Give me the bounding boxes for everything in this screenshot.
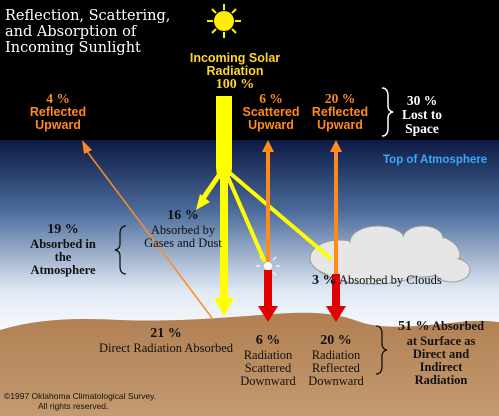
incoming-solar-label: Incoming Solar Radiation 100 % <box>189 51 281 93</box>
reflected-downward-label: 20 % Radiation Reflected Downward <box>308 333 364 388</box>
arrow-to-gases <box>196 194 210 210</box>
copyright-notice: ©1997 Oklahoma Climatological Survey. Al… <box>4 391 157 411</box>
downward-arrows <box>258 270 346 322</box>
scattered-downward-label: 6 % Radiation Scattered Downward <box>240 333 296 388</box>
direct-radiation-label: 21 % Direct Radiation Absorbed <box>99 326 233 355</box>
clouds-absorbed-label: 3 % Absorbed by Clouds <box>312 273 442 288</box>
reflected-4-label: 4 % Reflected Upward <box>29 91 87 133</box>
ground-surface <box>0 312 499 416</box>
lost-to-space-label: 30 % Lost to Space <box>401 93 443 137</box>
sun-icon <box>207 4 241 38</box>
reflected-20-label: 20 % Reflected Upward <box>311 91 369 133</box>
diagram-title: Reflection, Scattering, and Absorption o… <box>5 8 171 56</box>
brace-lost-to-space <box>381 87 394 137</box>
beam-splits <box>199 164 332 304</box>
scattered-6-label: 6 % Scattered Upward <box>242 91 300 133</box>
arrow-direct-down <box>214 298 234 316</box>
brace-atmosphere <box>114 225 127 275</box>
gases-dust-label: 16 % Absorbed by Gases and Dust <box>144 208 222 250</box>
brace-surface <box>375 325 388 375</box>
top-of-atmosphere-label: Top of Atmosphere <box>383 154 488 166</box>
atmosphere-absorbed-label: 19 % Absorbed in the Atmosphere <box>30 222 96 277</box>
surface-absorbed-label: 51 % Absorbed at Surface as Direct and I… <box>397 319 485 388</box>
